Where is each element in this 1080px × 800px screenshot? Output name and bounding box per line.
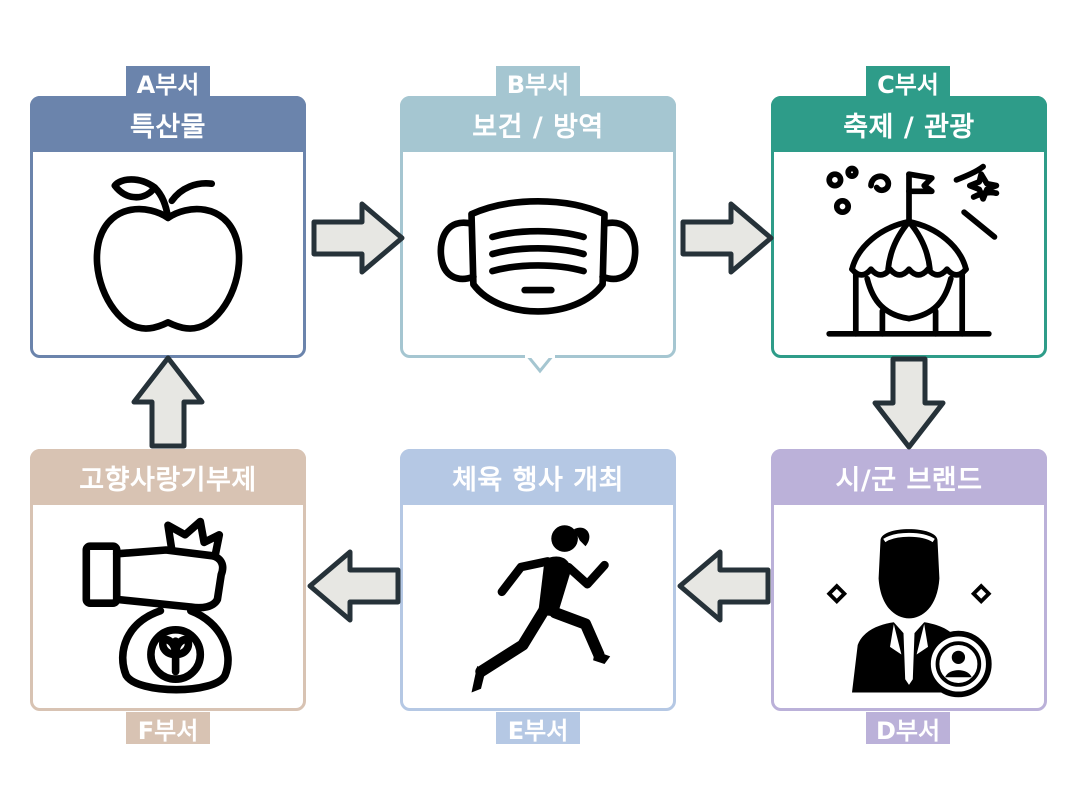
step-title: 고향사랑기부제 [30, 449, 306, 505]
card-pointer [525, 355, 555, 374]
dept-label-b: B부서 [496, 66, 580, 99]
flow-arrow-left [307, 549, 401, 623]
dept-label-d: D부서 [866, 712, 950, 745]
step-card-b: 보건 / 방역 [400, 96, 676, 358]
step-title: 시/군 브랜드 [771, 449, 1047, 505]
runner-icon [403, 505, 673, 708]
apple-icon [33, 152, 303, 355]
step-title: 체육 행사 개최 [400, 449, 676, 505]
step-card-f: 고향사랑기부제 [30, 449, 306, 711]
flow-arrow-right [680, 201, 774, 275]
flow-arrow-up [131, 355, 205, 449]
flow-arrow-down [872, 356, 946, 450]
dept-label-e: E부서 [496, 712, 580, 745]
step-title: 보건 / 방역 [400, 96, 676, 152]
donation-icon [33, 505, 303, 708]
flow-arrow-left [677, 549, 771, 623]
step-title: 특산물 [30, 96, 306, 152]
dept-label-c: C부서 [866, 66, 950, 99]
festival-tent-icon [774, 152, 1044, 355]
step-card-c: 축제 / 관광 [771, 96, 1047, 358]
step-card-a: 특산물 [30, 96, 306, 358]
step-card-d: 시/군 브랜드 [771, 449, 1047, 711]
businessman-icon [774, 505, 1044, 708]
dept-label-f: F부서 [126, 712, 210, 745]
face-mask-icon [403, 152, 673, 355]
flow-arrow-right [311, 201, 405, 275]
dept-label-a: A부서 [126, 66, 210, 99]
step-title: 축제 / 관광 [771, 96, 1047, 152]
step-card-e: 체육 행사 개최 [400, 449, 676, 711]
